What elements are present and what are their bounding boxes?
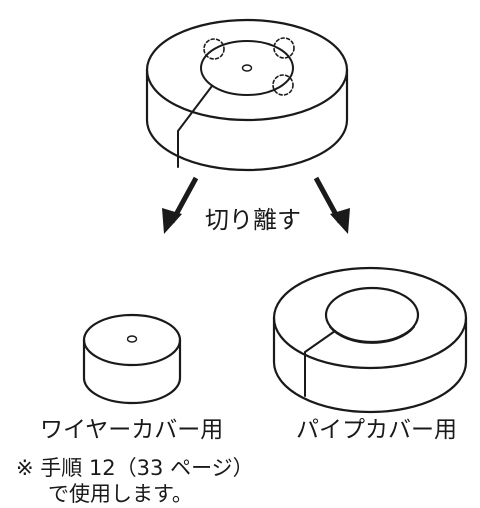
pipe-cover-inner-hole xyxy=(324,286,420,344)
full-grommet xyxy=(145,18,349,172)
pipe-cover-side xyxy=(272,316,468,414)
grommet-side xyxy=(145,68,349,172)
pipe-cover-top-face xyxy=(272,266,468,370)
wire-cover-top-face xyxy=(82,313,182,367)
grommet-top-face xyxy=(145,18,349,122)
wire-cover-side xyxy=(82,338,182,405)
wire-cover-label: ワイヤーカバー用 xyxy=(40,417,224,443)
pipe-cover-label: パイプカバー用 xyxy=(296,417,457,443)
grommet-center-hole xyxy=(241,64,253,72)
cut-point-bottom xyxy=(272,74,294,96)
cut-label: 切り離す xyxy=(205,206,301,234)
wire-cover-hole xyxy=(126,335,138,343)
arrow-down-right-icon xyxy=(313,176,350,234)
grommet-inner-ring xyxy=(200,40,294,96)
pipe-cover-piece xyxy=(272,266,468,414)
cut-point-left xyxy=(203,38,225,60)
note-line-1: ※ 手順 12（33 ページ） xyxy=(16,456,254,480)
cut-point-right xyxy=(273,37,295,59)
grommet-slit xyxy=(177,85,213,168)
arrow-down-left-icon xyxy=(162,176,199,234)
pipe-cover-slit xyxy=(304,330,336,397)
note-line-2: で使用します。 xyxy=(48,482,193,506)
pipe-cover-inner-wall xyxy=(329,326,415,344)
wire-cover-piece xyxy=(82,313,182,405)
